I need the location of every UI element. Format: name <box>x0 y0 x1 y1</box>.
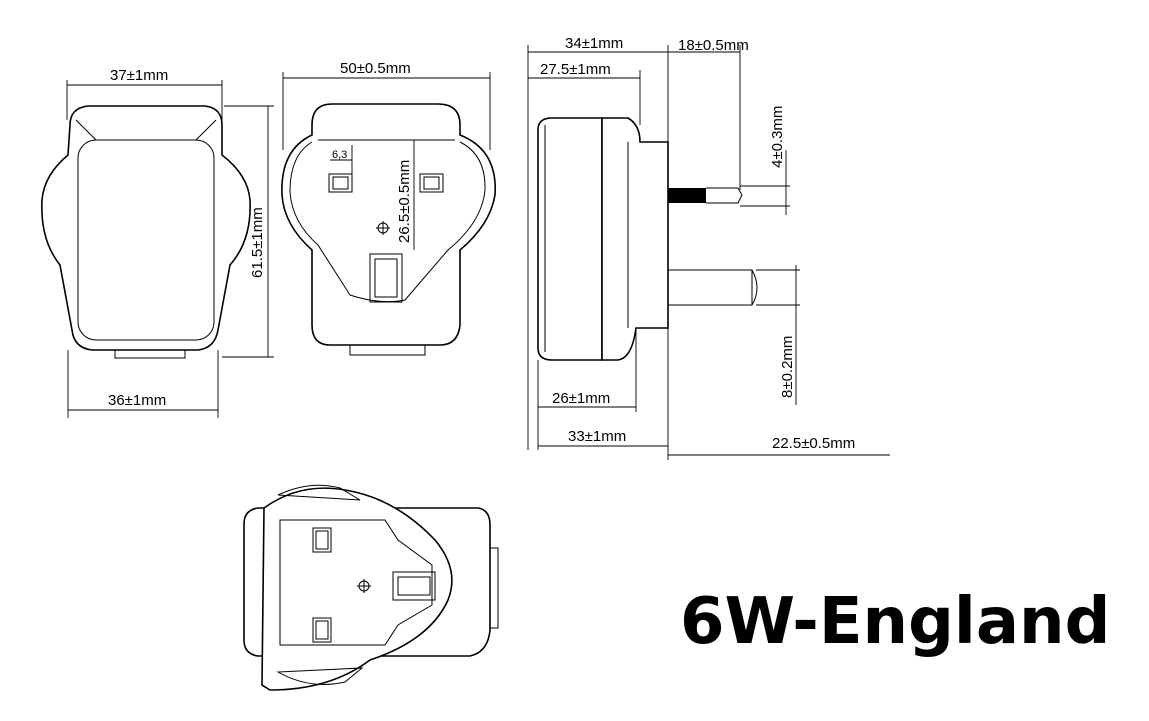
side-view <box>527 45 890 460</box>
dim-front-height: 61.5±1mm <box>249 207 266 278</box>
dim-side-total-top: 34±1mm <box>565 35 623 52</box>
bottom-view <box>243 484 499 691</box>
dim-pin-spacing-small: 6,3 <box>332 149 347 161</box>
dim-pin-thickness-bottom: 8±0.2mm <box>779 336 796 398</box>
drawing-title: 6W-England <box>680 585 1110 659</box>
dim-back-width: 50±0.5mm <box>340 60 411 77</box>
dim-pin-spacing-vertical: 26.5±0.5mm <box>396 160 413 243</box>
dim-side-inner-top: 27.5±1mm <box>540 61 611 78</box>
dim-front-bottom-width: 36±1mm <box>108 392 166 409</box>
back-view <box>281 72 496 356</box>
dim-pin-length-top: 18±0.5mm <box>678 37 749 54</box>
dim-side-bottom-inner: 26±1mm <box>552 390 610 407</box>
dim-side-bottom-total: 33±1mm <box>568 428 626 445</box>
dim-pin-thickness-top: 4±0.3mm <box>769 106 786 168</box>
front-view <box>41 80 274 418</box>
dim-front-top-width: 37±1mm <box>110 67 168 84</box>
dim-pin-length-bottom: 22.5±0.5mm <box>772 435 855 452</box>
